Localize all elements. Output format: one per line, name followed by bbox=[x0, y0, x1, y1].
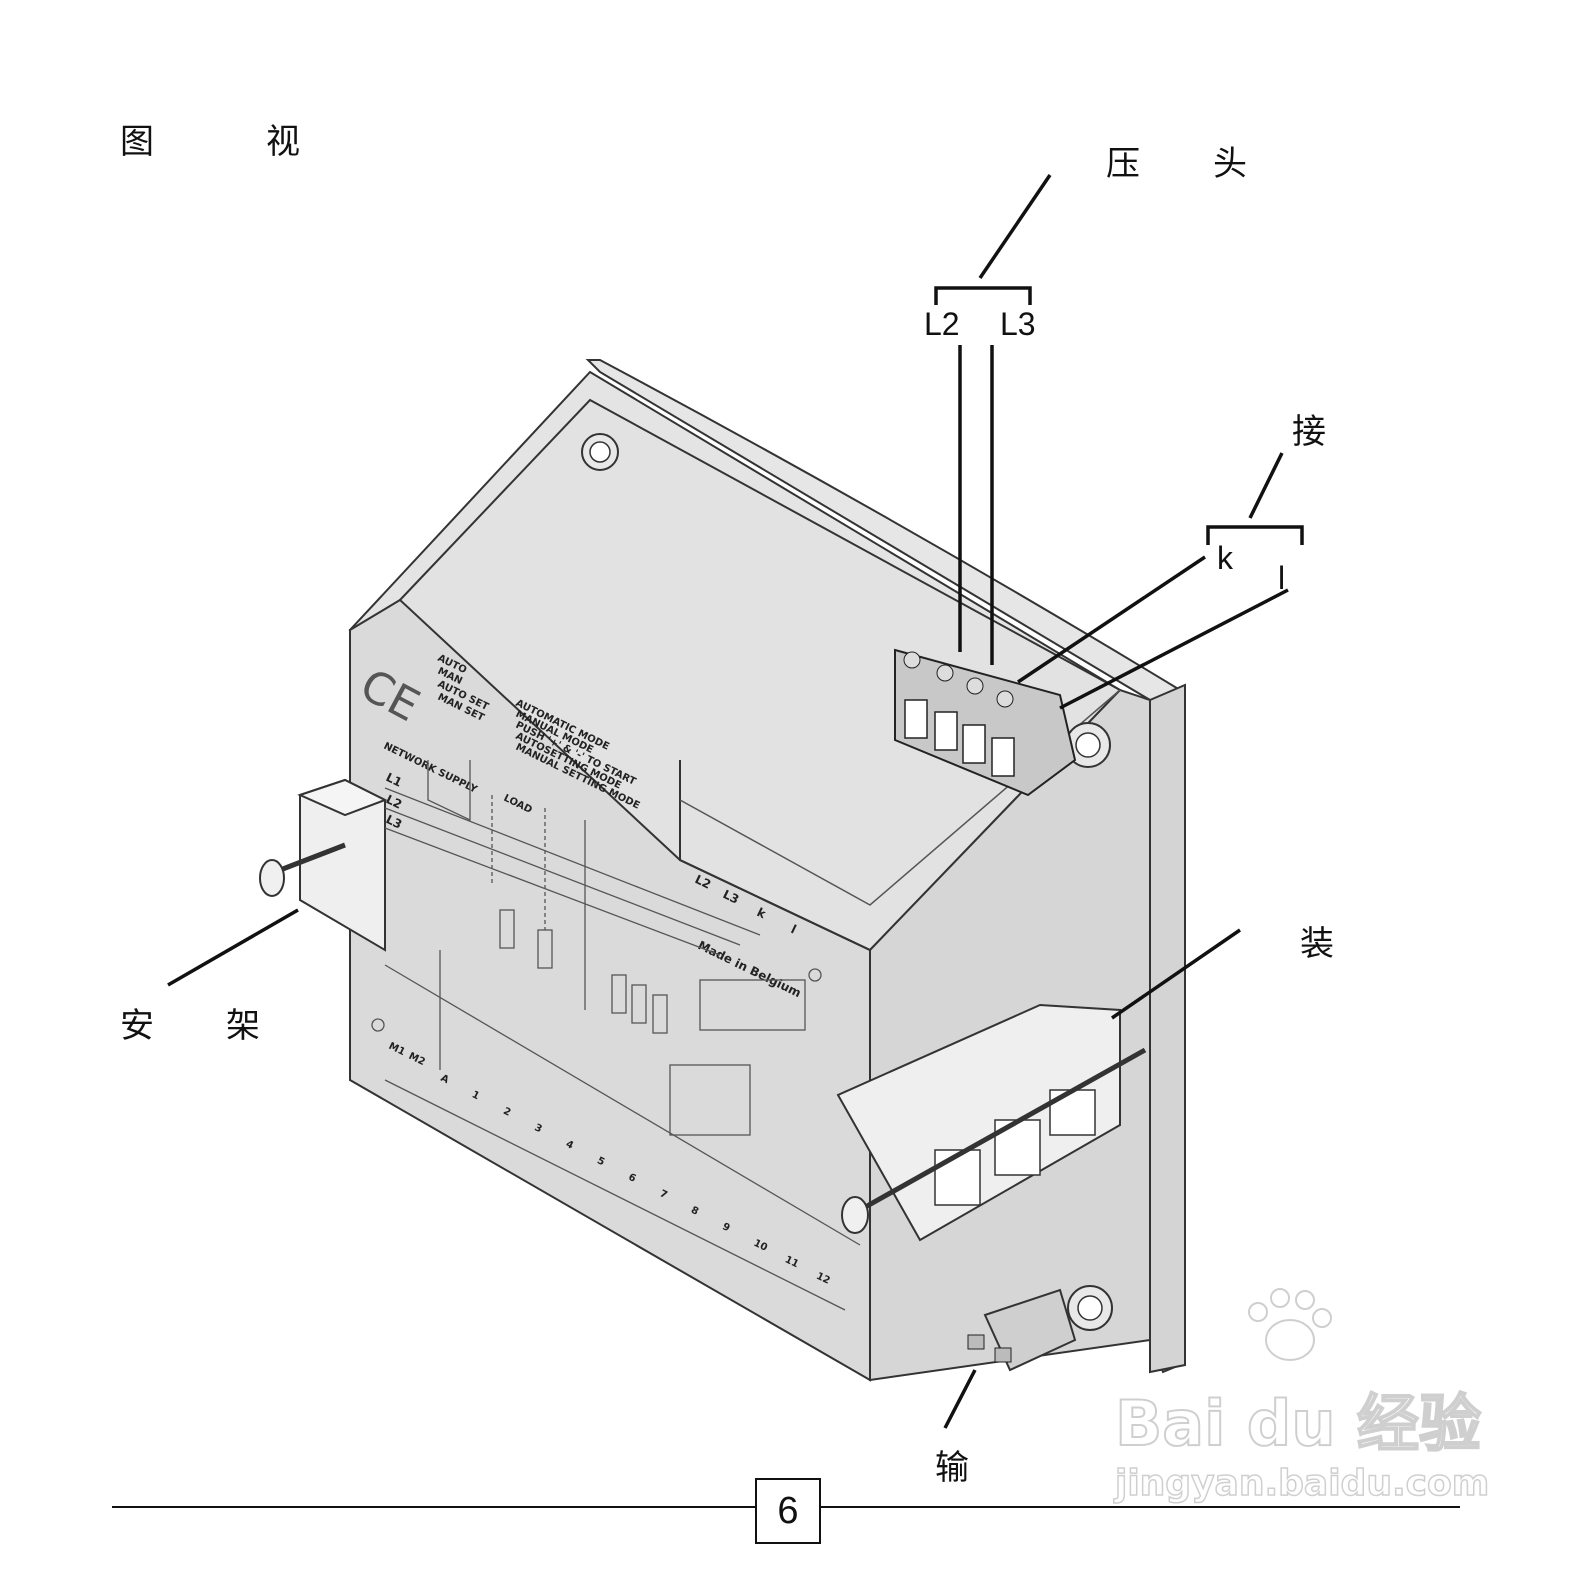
label-view-2: 视 bbox=[266, 122, 300, 162]
relay-label: 1 bbox=[470, 1089, 481, 1102]
screw-top-right bbox=[1065, 722, 1111, 768]
wire-l3-label: L3 bbox=[721, 887, 742, 907]
phase-l2-label: L2 bbox=[384, 792, 405, 812]
label-view-1: 图 bbox=[120, 122, 154, 162]
label-mount-1: 安 bbox=[120, 1006, 154, 1046]
wire-l-label: l bbox=[789, 922, 799, 936]
paw-icon bbox=[1248, 1288, 1332, 1361]
relay-label: 8 bbox=[689, 1205, 700, 1218]
schematic-lines bbox=[371, 760, 861, 1311]
screw-top-left bbox=[581, 433, 619, 471]
watermark-brand: Bai du 经验 bbox=[1115, 1387, 1481, 1460]
relay-label: 5 bbox=[595, 1155, 606, 1168]
relay-label: 4 bbox=[564, 1139, 575, 1152]
label-crimp-1: 压 bbox=[1106, 144, 1140, 184]
wire-l2-label: L2 bbox=[693, 872, 714, 892]
terminal-l2: L2 bbox=[924, 306, 960, 342]
flange-edge bbox=[1149, 683, 1186, 1374]
mounting-flange bbox=[585, 359, 1181, 1374]
watermark-url: jingyan.baidu.com bbox=[1113, 1463, 1489, 1504]
bottom-terminals bbox=[967, 1288, 1077, 1372]
relay-label: 7 bbox=[658, 1188, 669, 1201]
relay-label: 9 bbox=[720, 1221, 731, 1234]
terminal-block-top bbox=[894, 648, 1077, 797]
right-mounting-clamp bbox=[836, 1003, 1147, 1242]
step-line bbox=[679, 760, 871, 951]
label-mount-2: 架 bbox=[226, 1006, 260, 1046]
relay-label: 10 bbox=[752, 1238, 769, 1254]
relay-label: 11 bbox=[783, 1254, 800, 1270]
label-connect: 接 bbox=[1292, 412, 1326, 452]
phase-l1-label: L1 bbox=[384, 770, 405, 790]
relay-label: 6 bbox=[626, 1172, 637, 1185]
label-crimp-2: 头 bbox=[1213, 144, 1247, 184]
left-mounting-clamp bbox=[259, 778, 388, 952]
relay-label: 3 bbox=[533, 1122, 544, 1135]
phase-l3-label: L3 bbox=[384, 812, 405, 832]
screw-bottom-right bbox=[1067, 1285, 1113, 1331]
relay-label: 2 bbox=[501, 1106, 512, 1119]
terminal-l3: L3 bbox=[1000, 306, 1036, 342]
watermark: Bai du 经验 jingyan.baidu.com bbox=[1112, 1288, 1490, 1505]
terminal-k: k bbox=[1217, 540, 1233, 576]
relay-label: 12 bbox=[814, 1271, 831, 1287]
label-output: 输 bbox=[935, 1448, 969, 1488]
terminal-l: l bbox=[1278, 560, 1286, 596]
page-number: 6 bbox=[755, 1478, 821, 1544]
leader-lines bbox=[167, 174, 1304, 1429]
label-install: 装 bbox=[1300, 924, 1334, 964]
